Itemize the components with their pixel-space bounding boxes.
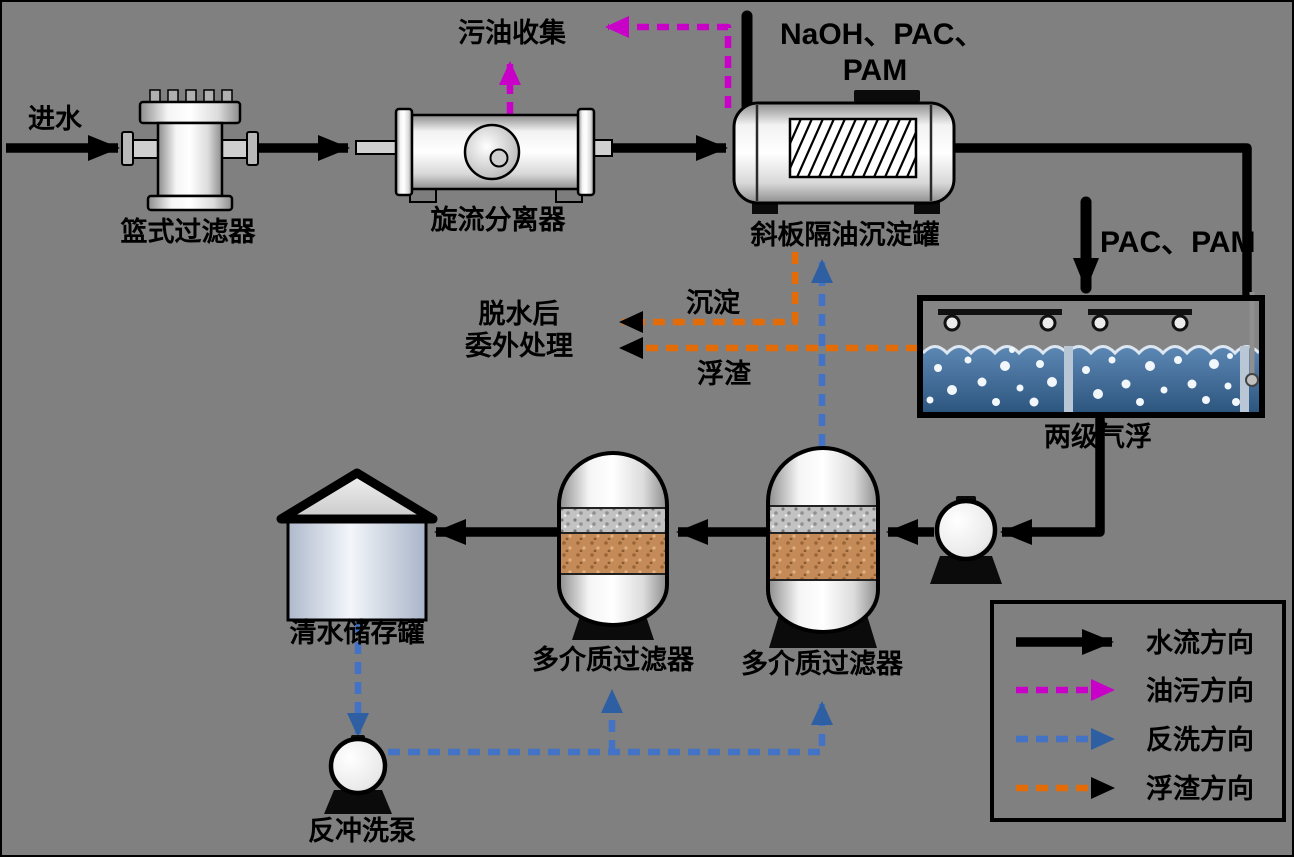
flotation-pump-casing [934, 498, 998, 562]
sedtank-inclined-plates [790, 119, 916, 177]
multimedia-filter-left [557, 451, 669, 640]
basket-filter-right-nozzle [219, 139, 251, 159]
multimedia-filter-left-label: 多介质过滤器 [532, 645, 695, 675]
basket-filter [121, 89, 259, 212]
filter-left-outline [557, 451, 669, 627]
naoh-pac-label-line1: NaOH、PAC、 [780, 18, 984, 51]
flotation-skimmer-1 [938, 309, 1062, 332]
basket-filter-right-flange [246, 131, 259, 166]
basket-filter-body [156, 121, 224, 198]
inlet-label: 进水 [28, 104, 83, 134]
water-flow-lines [6, 10, 1252, 545]
clean-water-tank-label: 清水储存罐 [290, 617, 425, 648]
scum-label: 浮渣 [697, 359, 752, 389]
oil-flow-lines [499, 16, 732, 114]
cyclone-separator [355, 107, 613, 203]
backwash-pump-label: 反冲洗泵 [308, 816, 416, 846]
pac-pam-label: PAC、PAM [1100, 226, 1256, 259]
flotation-partition-2 [1240, 346, 1249, 412]
flotation-bubbles [926, 347, 1240, 407]
cyclone-left-flange [394, 107, 414, 197]
filter-right-media [768, 505, 878, 581]
flotation-label: 两级气浮 [1044, 421, 1152, 452]
flotation-probe-tip [1245, 373, 1259, 387]
legend-row-water: 水流方向 [1016, 627, 1254, 658]
legend-row-backwash: 反洗方向 [1016, 724, 1254, 755]
legend: 水流方向 油污方向 反洗方向 浮渣方向 [990, 600, 1286, 822]
cyclone-manway-hub [489, 148, 509, 168]
clean-water-tank [276, 468, 438, 622]
legend-row-oil: 油污方向 [1016, 675, 1254, 706]
dewater-label-line2: 委外处理 [465, 331, 573, 361]
line-flotation-to-pump [1000, 412, 1105, 545]
multimedia-filter-right [766, 446, 880, 648]
legend-backwash-label: 反洗方向 [1146, 724, 1254, 755]
flotation-tank [917, 292, 1265, 418]
basket-filter-top-cap [138, 100, 242, 125]
legend-water-label: 水流方向 [1146, 627, 1254, 658]
basket-filter-base [146, 194, 234, 212]
cyclone-right-flange [576, 107, 596, 197]
backwash-pump [324, 735, 392, 814]
filter-left-media [559, 507, 667, 575]
basket-filter-left-flange [121, 131, 134, 166]
sediment-label: 沉淀 [686, 287, 741, 318]
line-sedtank-to-flotation [952, 143, 1252, 296]
legend-box [990, 600, 1286, 822]
flotation-pump [930, 496, 1002, 584]
flotation-partition-1 [1064, 346, 1073, 412]
scum-flow-lines [619, 252, 918, 359]
diagram-labels: 进水 篮式过滤器 旋流分离器 污油收集 NaOH、PAC、 PAM 斜板隔油沉淀… [28, 17, 1256, 846]
basket-filter-left-nozzle [129, 139, 161, 159]
flotation-shell [917, 295, 1265, 418]
sedtank-top-nozzle [854, 90, 920, 102]
legend-scum-label: 浮渣方向 [1146, 773, 1254, 804]
flotation-pump-base [930, 556, 1002, 584]
sediment-line [619, 252, 799, 333]
multimedia-filter-right-label: 多介质过滤器 [741, 649, 904, 679]
backwash-main-line [388, 701, 833, 756]
naoh-pac-label-line2: PAM [843, 54, 907, 87]
filter-right-outline [766, 446, 880, 634]
backwash-flow-lines [347, 259, 833, 756]
flotation-wave-crest [921, 345, 1261, 356]
oil-line-sedtank-to-collection [605, 16, 732, 108]
inclined-plate-tank [732, 90, 956, 214]
dewater-label-line1: 脱水后 [479, 299, 560, 329]
legend-oil-label: 油污方向 [1146, 675, 1254, 706]
backwash-pump-base [324, 790, 392, 814]
inclined-plate-tank-label: 斜板隔油沉淀罐 [750, 219, 940, 250]
legend-row-scum: 浮渣方向 [1016, 773, 1254, 804]
flotation-skimmer-2 [1088, 309, 1192, 332]
oil-collection-label: 污油收集 [458, 17, 567, 48]
basket-filter-label: 篮式过滤器 [120, 216, 257, 247]
clean-water-tank-body [286, 516, 428, 622]
backwash-pump-casing [328, 736, 388, 796]
clean-water-tank-roof [276, 468, 438, 524]
cyclone-separator-label: 旋流分离器 [431, 204, 567, 235]
